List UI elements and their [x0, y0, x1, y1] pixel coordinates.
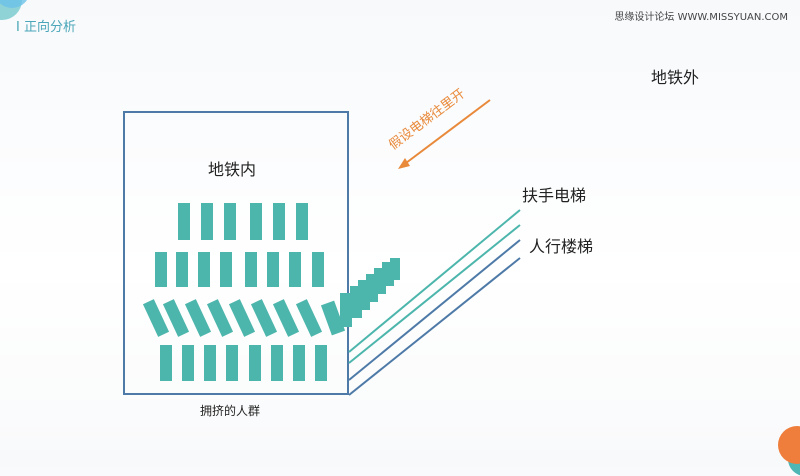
crowd-row-1	[178, 203, 308, 240]
person	[296, 203, 308, 240]
watermark: 思缘设计论坛 WWW.MISSYUAN.COM	[614, 12, 788, 23]
stairs-line-2	[348, 257, 521, 396]
escalator-line-2	[348, 224, 521, 364]
person	[295, 299, 323, 337]
person	[224, 203, 236, 240]
person	[272, 299, 300, 337]
person	[206, 299, 234, 337]
person	[320, 300, 346, 336]
person	[182, 345, 194, 381]
person	[340, 293, 352, 327]
person	[245, 252, 257, 287]
person	[176, 252, 188, 287]
person	[250, 203, 262, 240]
person	[162, 299, 190, 337]
person	[315, 345, 327, 381]
corner-decoration-top-left-2	[0, 0, 30, 8]
person	[178, 203, 190, 240]
arrow-label: 假设电梯往里开	[386, 86, 468, 153]
arrow-line	[401, 99, 491, 167]
person	[142, 299, 170, 337]
crowd-row-4	[160, 345, 327, 381]
person	[201, 203, 213, 240]
crowd-row-3	[142, 299, 323, 337]
crowd-bottleneck	[320, 258, 400, 336]
diagram-canvas: 假设电梯往里开	[142, 86, 521, 396]
person	[184, 299, 212, 337]
inside-label: 地铁内	[208, 160, 257, 179]
crowd-label: 拥挤的人群	[200, 404, 261, 418]
person	[293, 345, 305, 381]
person	[198, 252, 210, 287]
person	[312, 252, 324, 287]
person	[390, 258, 400, 280]
person	[226, 345, 238, 381]
person	[228, 299, 256, 337]
person	[250, 299, 278, 337]
outside-label: 地铁外	[651, 68, 700, 87]
subway-inside-box	[123, 111, 349, 395]
crowd-row-2	[155, 252, 324, 287]
person	[155, 252, 167, 287]
person	[271, 345, 283, 381]
escalator-line-1	[348, 209, 521, 353]
section-title: I 正向分析	[16, 20, 76, 35]
person	[160, 345, 172, 381]
arrow-head	[398, 158, 410, 169]
stairs-line-1	[348, 239, 521, 381]
person	[220, 252, 232, 287]
person	[267, 252, 279, 287]
stairs-label: 人行楼梯	[529, 237, 594, 256]
person	[204, 345, 216, 381]
person	[249, 345, 261, 381]
person	[273, 203, 285, 240]
escalator-label: 扶手电梯	[522, 186, 587, 205]
person	[289, 252, 301, 287]
